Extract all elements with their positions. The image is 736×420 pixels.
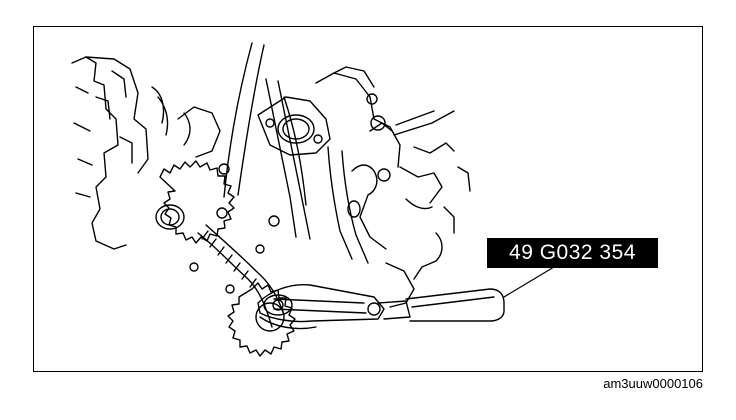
mounting-bracket bbox=[257, 96, 331, 156]
tool-part-number-label: 49 G032 354 bbox=[487, 238, 658, 268]
figure-frame: 49 G032 354 bbox=[33, 26, 703, 372]
engine-block-right bbox=[315, 66, 471, 308]
engine-line-drawing bbox=[71, 42, 555, 357]
bolts bbox=[189, 163, 391, 294]
tool-leader-line bbox=[503, 266, 555, 298]
engine-center-ribs bbox=[223, 42, 369, 264]
lower-sprocket bbox=[227, 282, 296, 357]
engine-block-left bbox=[71, 56, 221, 250]
holding-tool bbox=[257, 284, 505, 323]
upper-sprocket bbox=[155, 160, 235, 244]
figure-code: am3uuw0000106 bbox=[603, 376, 703, 391]
